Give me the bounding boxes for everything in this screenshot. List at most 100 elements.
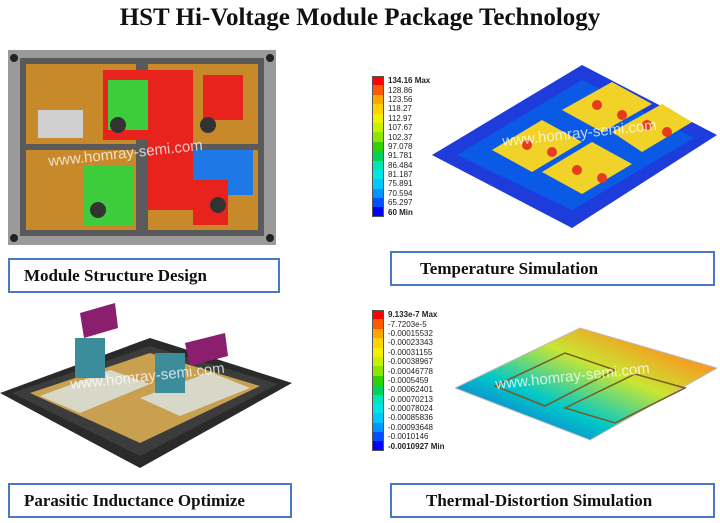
legend-entry: 81.187 bbox=[372, 169, 430, 180]
legend-entry: 134.16 Max bbox=[372, 76, 431, 86]
module-structure-label: Module Structure Design bbox=[8, 258, 280, 293]
legend-swatch bbox=[372, 356, 384, 367]
module-3d-drawing bbox=[0, 303, 292, 468]
legend-value: -0.00062401 bbox=[388, 385, 433, 395]
legend-swatch bbox=[372, 403, 384, 414]
legend-value: -0.00093648 bbox=[388, 422, 433, 432]
legend-value: 9.133e-7 Max bbox=[388, 310, 438, 320]
legend-entry: -0.00031155 bbox=[372, 347, 444, 357]
legend-value: -0.00023343 bbox=[388, 338, 433, 348]
temperature-simulation-label: Temperature Simulation bbox=[390, 251, 715, 286]
legend-entry: 128.86 bbox=[372, 85, 430, 95]
legend-entry: -0.00046778 bbox=[372, 366, 444, 376]
legend-value: -0.00078024 bbox=[388, 404, 433, 414]
legend-entry: -0.0010927 Min bbox=[372, 441, 445, 451]
legend-value: 86.484 bbox=[388, 160, 413, 170]
distortion-plate-drawing bbox=[455, 327, 717, 441]
legend-swatch bbox=[372, 310, 384, 320]
legend-entry: 91.781 bbox=[372, 151, 430, 161]
legend-entry: 86.484 bbox=[372, 160, 430, 170]
legend-entry: -0.00078024 bbox=[372, 403, 444, 414]
legend-entry: -0.00038967 bbox=[372, 356, 444, 367]
page-title: HST Hi-Voltage Module Package Technology bbox=[119, 4, 601, 31]
legend-entry: 70.594 bbox=[372, 188, 430, 199]
legend-value: 81.187 bbox=[388, 170, 413, 180]
legend-value: 70.594 bbox=[388, 188, 413, 198]
legend-entry: -0.00015532 bbox=[372, 328, 444, 339]
legend-value: 112.97 bbox=[388, 113, 412, 123]
legend-value: 128.86 bbox=[388, 85, 413, 95]
distortion-legend: 9.133e-7 Max-7.7203e-5-0.00015532-0.0002… bbox=[372, 310, 444, 451]
legend-swatch bbox=[372, 94, 384, 105]
legend-entry: 123.56 bbox=[372, 94, 430, 105]
legend-entry: -0.00093648 bbox=[372, 422, 444, 433]
legend-swatch bbox=[372, 385, 384, 395]
legend-swatch bbox=[372, 188, 384, 199]
parasitic-inductance-label: Parasitic Inductance Optimize bbox=[8, 483, 292, 518]
legend-entry: -0.00085836 bbox=[372, 413, 444, 423]
legend-entry: -0.0010146 bbox=[372, 432, 444, 442]
legend-value: -0.00070213 bbox=[388, 394, 433, 404]
legend-entry: 9.133e-7 Max bbox=[372, 310, 444, 320]
legend-entry: 107.67 bbox=[372, 122, 430, 133]
legend-swatch bbox=[372, 328, 384, 339]
legend-swatch bbox=[372, 132, 384, 142]
legend-swatch bbox=[372, 394, 384, 404]
thermal-distortion-image: www.homray-semi.com bbox=[455, 318, 717, 443]
legend-value: -0.00015532 bbox=[388, 328, 433, 338]
temperature-plate-drawing bbox=[432, 65, 717, 228]
legend-value: -0.0005459 bbox=[388, 375, 429, 385]
thermal-distortion-label: Thermal-Distortion Simulation bbox=[390, 483, 715, 518]
legend-swatch bbox=[372, 198, 384, 208]
legend-entry: 60 Min bbox=[372, 207, 430, 217]
legend-value: -0.0010927 Min bbox=[388, 441, 445, 451]
legend-swatch bbox=[372, 319, 384, 329]
legend-value: -0.00085836 bbox=[388, 413, 433, 423]
legend-swatch bbox=[372, 366, 384, 376]
legend-swatch bbox=[372, 113, 384, 123]
legend-value: -0.0010146 bbox=[388, 432, 429, 442]
legend-swatch bbox=[372, 76, 384, 86]
legend-value: 123.56 bbox=[388, 94, 413, 104]
parasitic-inductance-image: www.homray-semi.com bbox=[0, 298, 292, 473]
legend-value: 65.297 bbox=[388, 198, 413, 208]
legend-value: 134.16 Max bbox=[388, 76, 431, 86]
legend-swatch bbox=[372, 347, 384, 357]
legend-entry: 65.297 bbox=[372, 198, 430, 208]
legend-entry: 118.27 bbox=[372, 104, 430, 114]
legend-entry: 112.97 bbox=[372, 113, 430, 123]
legend-swatch bbox=[372, 413, 384, 423]
legend-value: 118.27 bbox=[388, 104, 412, 114]
legend-entry: -0.0005459 bbox=[372, 375, 444, 386]
legend-value: 102.37 bbox=[388, 132, 413, 142]
legend-swatch bbox=[372, 104, 384, 114]
legend-entry: 102.37 bbox=[372, 132, 430, 142]
legend-swatch bbox=[372, 141, 384, 152]
legend-swatch bbox=[372, 122, 384, 133]
legend-value: -0.00031155 bbox=[388, 347, 433, 357]
module-structure-image: www.homray-semi.com bbox=[8, 50, 276, 245]
legend-swatch bbox=[372, 179, 384, 189]
legend-swatch bbox=[372, 375, 384, 386]
legend-entry: 97.078 bbox=[372, 141, 430, 152]
legend-value: 91.781 bbox=[388, 151, 413, 161]
legend-entry: -0.00023343 bbox=[372, 338, 444, 348]
temperature-simulation-image: www.homray-semi.com bbox=[432, 60, 717, 228]
legend-value: 75.891 bbox=[388, 179, 413, 189]
legend-value: 60 Min bbox=[388, 207, 413, 217]
legend-swatch bbox=[372, 151, 384, 161]
legend-entry: -0.00070213 bbox=[372, 394, 444, 404]
legend-swatch bbox=[372, 160, 384, 170]
legend-entry: -7.7203e-5 bbox=[372, 319, 444, 329]
legend-swatch bbox=[372, 338, 384, 348]
legend-entry: 75.891 bbox=[372, 179, 430, 189]
legend-value: -0.00046778 bbox=[388, 366, 433, 376]
legend-value: 107.67 bbox=[388, 123, 413, 133]
legend-swatch bbox=[372, 169, 384, 180]
legend-entry: -0.00062401 bbox=[372, 385, 444, 395]
legend-value: 97.078 bbox=[388, 141, 413, 151]
legend-swatch bbox=[372, 432, 384, 442]
legend-swatch bbox=[372, 207, 384, 217]
legend-swatch bbox=[372, 441, 384, 451]
